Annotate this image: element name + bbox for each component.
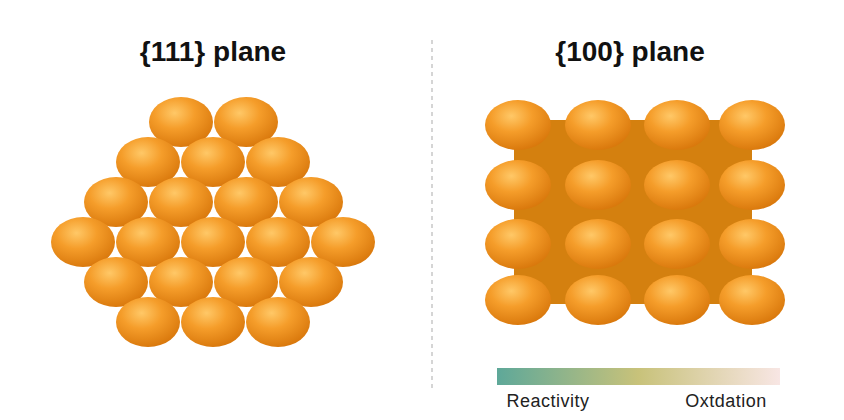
atom-sphere bbox=[565, 100, 631, 150]
atom-sphere bbox=[181, 297, 245, 347]
atom-sphere bbox=[719, 275, 785, 325]
atom-sphere bbox=[246, 297, 310, 347]
atom-sphere bbox=[565, 275, 631, 325]
atom-sphere bbox=[485, 160, 551, 210]
atom-sphere bbox=[485, 100, 551, 150]
hexagonal-layer bbox=[51, 97, 375, 347]
atom-sphere bbox=[485, 219, 551, 269]
gradient-scale-bar bbox=[497, 368, 780, 385]
atom-sphere bbox=[644, 275, 710, 325]
scale-label: Oxtdation bbox=[685, 391, 767, 412]
atom-sphere bbox=[644, 219, 710, 269]
atom-sphere bbox=[116, 297, 180, 347]
square-layer bbox=[485, 100, 785, 325]
atom-sphere bbox=[644, 160, 710, 210]
atom-sphere bbox=[485, 275, 551, 325]
divider-line bbox=[431, 40, 433, 392]
atom-sphere bbox=[719, 160, 785, 210]
panel-heading: {111} plane bbox=[140, 36, 286, 68]
atom-sphere bbox=[719, 219, 785, 269]
atom-sphere bbox=[565, 160, 631, 210]
square-backing bbox=[514, 120, 752, 304]
scale-label: Reactivity bbox=[506, 391, 589, 412]
atom-sphere bbox=[719, 100, 785, 150]
atom-sphere bbox=[644, 100, 710, 150]
panel-heading: {100} plane bbox=[555, 36, 704, 68]
atom-sphere bbox=[565, 219, 631, 269]
